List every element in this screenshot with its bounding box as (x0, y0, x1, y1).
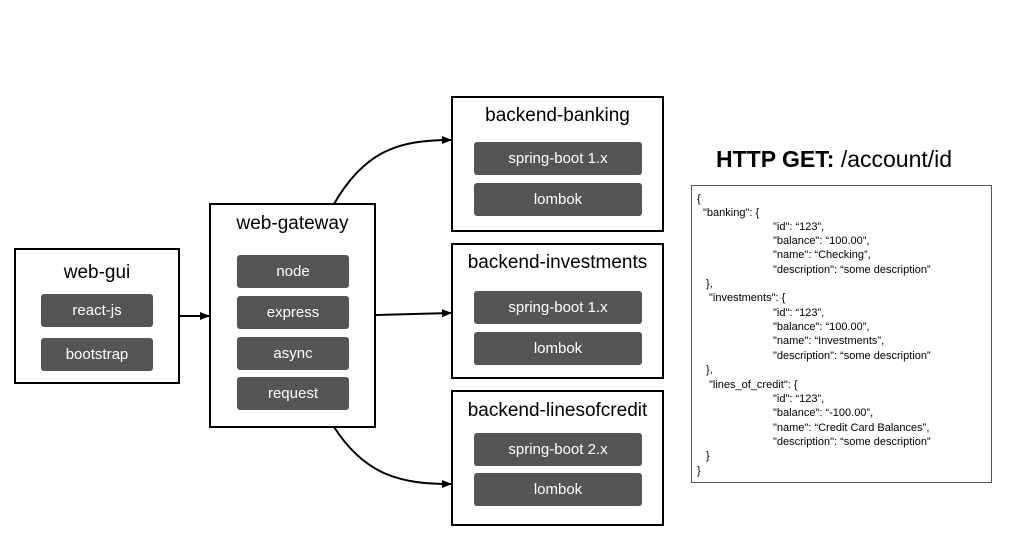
json-line: "description": “some description” (773, 350, 931, 362)
backend-linesofcredit-item-spring-boot: spring-boot 2.x (474, 433, 642, 466)
json-line: "id": “123”, (773, 221, 825, 233)
web-gateway-box: web-gateway node express async request (209, 203, 376, 428)
backend-investments-box: backend-investments spring-boot 1.x lomb… (451, 243, 664, 379)
json-line: "id": “123”, (773, 393, 825, 405)
web-gui-item-react-js: react-js (41, 294, 153, 327)
json-line: "banking": { (703, 207, 760, 219)
backend-banking-box: backend-banking spring-boot 1.x lombok (451, 96, 664, 232)
web-gui-title: web-gui (63, 262, 131, 283)
backend-linesofcredit-box: backend-linesofcredit spring-boot 2.x lo… (451, 390, 664, 526)
json-line: }, (706, 364, 713, 376)
json-line: "balance": “100.00”, (773, 321, 870, 333)
json-line: }, (706, 278, 713, 290)
json-line: "description": “some description” (773, 436, 931, 448)
json-line: } (706, 450, 710, 462)
http-request-heading: HTTP GET: /account/id (716, 146, 952, 173)
http-method: HTTP GET: (716, 146, 835, 172)
json-response-panel: { "banking": { "id": “123”, "balance": “… (691, 185, 992, 483)
web-gui-box: web-gui react-js bootstrap (14, 248, 180, 384)
web-gui-item-bootstrap: bootstrap (41, 338, 153, 371)
web-gateway-item-express: express (237, 296, 349, 329)
json-line: "balance": “-100.00”, (773, 407, 874, 419)
web-gateway-item-request: request (237, 377, 349, 410)
json-line: "lines_of_credit": { (709, 379, 798, 391)
json-line: "name": “Investments”, (773, 335, 885, 347)
web-gateway-item-async: async (237, 337, 349, 370)
json-line: "id": “123”, (773, 307, 825, 319)
arrow-gateway-to-investments (375, 309, 452, 318)
backend-investments-title: backend-investments (467, 252, 648, 273)
json-line: "description": “some description” (773, 264, 931, 276)
backend-linesofcredit-title: backend-linesofcredit (467, 400, 648, 421)
json-line: "name": “Credit Card Balances”, (773, 422, 930, 434)
json-line: } (697, 465, 701, 477)
json-line: "name": “Checking”, (773, 249, 871, 261)
http-path: /account/id (840, 146, 953, 172)
backend-banking-title: backend-banking (485, 105, 630, 126)
backend-linesofcredit-item-lombok: lombok (474, 473, 642, 506)
web-gateway-title: web-gateway (236, 213, 349, 234)
arrow-gateway-to-banking (333, 136, 452, 205)
arrow-gateway-to-linesofcredit (333, 426, 452, 488)
json-line: "investments": { (709, 292, 786, 304)
backend-investments-item-lombok: lombok (474, 332, 642, 365)
json-line: { (697, 193, 701, 205)
json-line: "balance": “100.00”, (773, 235, 870, 247)
backend-banking-item-spring-boot: spring-boot 1.x (474, 142, 642, 175)
backend-investments-item-spring-boot: spring-boot 1.x (474, 291, 642, 324)
web-gateway-item-node: node (237, 255, 349, 288)
backend-banking-item-lombok: lombok (474, 183, 642, 216)
